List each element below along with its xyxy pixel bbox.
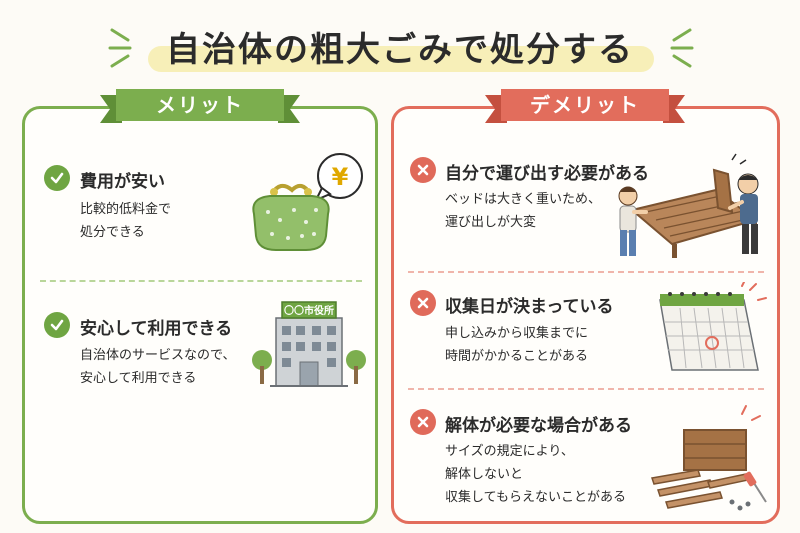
check-icon	[44, 312, 70, 338]
demerit-divider	[408, 271, 764, 273]
merit-header: メリット	[156, 93, 244, 117]
merit-item-desc-line: 比較的低料金で	[80, 202, 172, 217]
demerit-item-title: 収集日が決まっている	[445, 297, 614, 317]
city-hall-sign: 〇〇市役所	[284, 304, 334, 317]
demerit-item-desc-line: 運び出しが大変	[445, 215, 537, 230]
demerit-item-desc-line: 解体しないと	[445, 467, 524, 482]
merit-item-desc-line: 安心して利用できる	[80, 371, 197, 386]
right-sparkle-icon	[670, 28, 694, 68]
demerit-ribbon: デメリット	[485, 87, 685, 127]
cross-icon	[410, 290, 436, 316]
demerit-item-desc-line: ベッドは大きく重いため、	[445, 192, 602, 207]
purse-icon: ¥	[252, 153, 363, 251]
yen-bubble-icon: ¥	[332, 163, 349, 191]
title-highlight	[148, 46, 654, 72]
demerit-item-desc-line: 申し込みから収集までに	[445, 326, 589, 341]
title-area: 自治体の粗大ごみで処分する	[0, 14, 800, 78]
carrying-bed-icon	[618, 153, 759, 258]
demerit-item-title: 自分で運び出す必要がある	[445, 164, 649, 184]
calendar-icon	[659, 282, 767, 371]
demerit-header: デメリット	[530, 93, 640, 117]
demerit-ribbon-shape	[485, 89, 685, 123]
merit-item-desc-line: 自治体のサービスなので、	[80, 348, 236, 363]
merit-item-title: 費用が安い	[80, 172, 165, 192]
cross-icon	[410, 157, 436, 183]
demerit-item-desc-line: サイズの規定により、	[445, 444, 574, 459]
demerit-item-title: 解体が必要な場合がある	[445, 416, 632, 436]
cross-icon	[410, 409, 436, 435]
demerit-item-desc-line: 時間がかかることがある	[445, 349, 589, 364]
city-hall-icon: 〇〇市役所	[252, 301, 366, 387]
merit-ribbon: メリット	[100, 87, 300, 127]
demerit-divider	[408, 388, 764, 390]
left-sparkle-icon	[108, 28, 132, 68]
demerit-item-desc-line: 収集してもらえないことがある	[445, 490, 626, 505]
disassembled-bed-icon	[651, 405, 767, 511]
page-title: 自治体の粗大ごみで処分する	[166, 30, 634, 70]
merit-item-desc-line: 処分できる	[80, 225, 145, 240]
merit-item-title: 安心して利用できる	[80, 319, 233, 339]
check-icon	[44, 165, 70, 191]
merit-ribbon-shape	[100, 89, 300, 123]
merit-divider	[40, 280, 362, 282]
